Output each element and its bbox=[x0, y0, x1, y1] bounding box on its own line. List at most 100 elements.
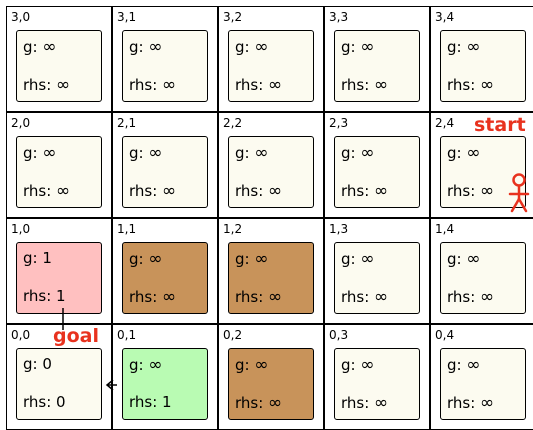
cell-coordinate: 1,3 bbox=[329, 222, 349, 236]
cell-coordinate: 2,1 bbox=[117, 116, 137, 130]
g-number: ∞ bbox=[148, 37, 163, 57]
g-value: g: ∞ bbox=[447, 355, 481, 375]
g-label: g: bbox=[447, 356, 467, 374]
g-number: ∞ bbox=[360, 249, 375, 269]
g-label: g: bbox=[129, 356, 149, 374]
cell-coordinate: 3,4 bbox=[435, 10, 455, 24]
rhs-number: ∞ bbox=[268, 287, 283, 307]
cell-value-box: g: ∞ rhs: ∞ bbox=[16, 136, 102, 208]
rhs-label: rhs: bbox=[23, 76, 57, 94]
rhs-number: ∞ bbox=[480, 181, 495, 201]
g-label: g: bbox=[235, 38, 255, 56]
cell-coordinate: 3,1 bbox=[117, 10, 137, 24]
cell-value-box: g: ∞ rhs: ∞ bbox=[334, 30, 420, 102]
g-number: ∞ bbox=[254, 37, 269, 57]
cell-coordinate: 3,3 bbox=[329, 10, 349, 24]
g-value: g: ∞ bbox=[341, 143, 375, 163]
g-value: g: ∞ bbox=[129, 249, 163, 269]
g-number: ∞ bbox=[254, 249, 269, 269]
rhs-value: rhs: ∞ bbox=[23, 181, 70, 201]
cell-value-box: g: ∞rhs: ∞ bbox=[440, 348, 526, 420]
g-number: ∞ bbox=[148, 355, 163, 375]
cell-3-3: 3,3 g: ∞ rhs: ∞ bbox=[324, 6, 430, 112]
rhs-value: rhs: ∞ bbox=[447, 393, 494, 413]
g-value: g: ∞ bbox=[23, 143, 57, 163]
cell-1-0: 1,0 g: 1 rhs: 1 bbox=[6, 218, 112, 324]
g-value: g: ∞ bbox=[341, 37, 375, 57]
rhs-label: rhs: bbox=[447, 394, 481, 412]
g-label: g: bbox=[129, 38, 149, 56]
cell-coordinate: 0,1 bbox=[117, 328, 137, 342]
g-number: ∞ bbox=[360, 37, 375, 57]
g-label: g: bbox=[341, 250, 361, 268]
g-label: g: bbox=[23, 355, 43, 373]
rhs-value: rhs: ∞ bbox=[235, 181, 282, 201]
rhs-number: 1 bbox=[56, 287, 66, 305]
start-label: start bbox=[474, 114, 526, 136]
cell-value-box: g: ∞rhs: ∞ bbox=[122, 136, 208, 208]
g-number: ∞ bbox=[360, 143, 375, 163]
g-number: 1 bbox=[42, 249, 52, 267]
rhs-number: ∞ bbox=[374, 75, 389, 95]
cell-1-4: 1,4 g: ∞rhs: ∞ bbox=[430, 218, 533, 324]
rhs-label: rhs: bbox=[341, 76, 375, 94]
rhs-value: rhs: ∞ bbox=[129, 75, 176, 95]
cell-coordinate: 2,3 bbox=[329, 116, 349, 130]
rhs-label: rhs: bbox=[235, 182, 269, 200]
cell-coordinate: 0,3 bbox=[329, 328, 349, 342]
rhs-value: rhs: ∞ bbox=[235, 287, 282, 307]
rhs-number: ∞ bbox=[56, 75, 71, 95]
g-number: ∞ bbox=[360, 355, 375, 375]
cell-coordinate: 1,4 bbox=[435, 222, 455, 236]
rhs-value: rhs: ∞ bbox=[341, 393, 388, 413]
g-value: g: ∞ bbox=[235, 355, 269, 375]
g-value: g: ∞ bbox=[447, 37, 481, 57]
cell-coordinate: 3,0 bbox=[11, 10, 31, 24]
rhs-label: rhs: bbox=[447, 182, 481, 200]
g-value: g: ∞ bbox=[341, 355, 375, 375]
g-value: g: ∞ bbox=[235, 143, 269, 163]
rhs-number: ∞ bbox=[480, 75, 495, 95]
g-label: g: bbox=[23, 38, 43, 56]
cell-0-1: 0,1 g: ∞rhs: 1 bbox=[112, 324, 218, 430]
rhs-label: rhs: bbox=[235, 76, 269, 94]
g-label: g: bbox=[447, 144, 467, 162]
rhs-value: rhs: ∞ bbox=[23, 75, 70, 95]
rhs-number: ∞ bbox=[162, 75, 177, 95]
rhs-label: rhs: bbox=[447, 76, 481, 94]
g-number: ∞ bbox=[148, 143, 163, 163]
rhs-number: ∞ bbox=[374, 287, 389, 307]
rhs-label: rhs: bbox=[235, 288, 269, 306]
cell-value-box: g: ∞rhs: ∞ bbox=[334, 136, 420, 208]
cell-value-box: g: ∞ rhs: ∞ bbox=[228, 242, 314, 314]
g-number: ∞ bbox=[42, 37, 57, 57]
cell-coordinate: 1,0 bbox=[11, 222, 31, 236]
rhs-number: ∞ bbox=[480, 393, 495, 413]
cell-value-box: g: ∞rhs: 1 bbox=[122, 348, 208, 420]
g-label: g: bbox=[235, 144, 255, 162]
g-value: g: ∞ bbox=[235, 249, 269, 269]
cell-value-box: g: ∞ rhs: ∞ bbox=[122, 242, 208, 314]
cell-value-box: g: ∞ rhs: ∞ bbox=[334, 348, 420, 420]
rhs-value: rhs: ∞ bbox=[447, 181, 494, 201]
g-value: g: 1 bbox=[23, 249, 52, 267]
rhs-value: rhs: 1 bbox=[23, 287, 66, 305]
g-label: g: bbox=[235, 356, 255, 374]
rhs-label: rhs: bbox=[341, 288, 375, 306]
rhs-value: rhs: ∞ bbox=[129, 287, 176, 307]
g-value: g: ∞ bbox=[447, 249, 481, 269]
cell-value-box: g: ∞rhs: ∞ bbox=[440, 242, 526, 314]
rhs-value: rhs: ∞ bbox=[235, 393, 282, 413]
g-number: ∞ bbox=[466, 37, 481, 57]
rhs-number: ∞ bbox=[56, 181, 71, 201]
